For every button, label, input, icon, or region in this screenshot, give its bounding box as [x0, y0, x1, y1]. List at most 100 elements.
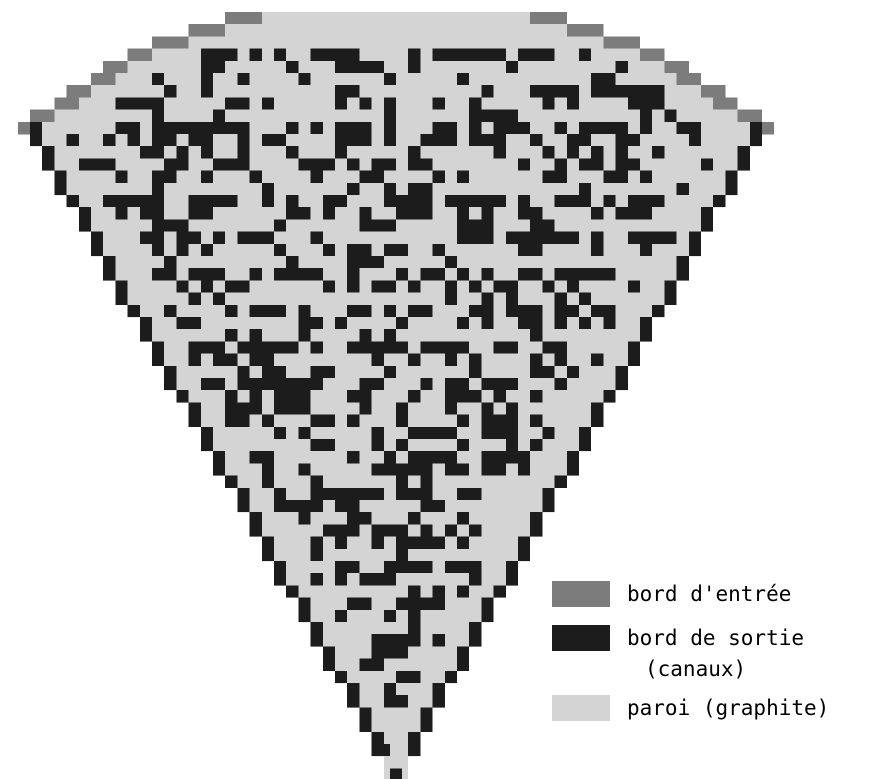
- wall-row: [261, 536, 531, 550]
- exit-edge-cell: [701, 219, 714, 232]
- channel-cell: [432, 268, 445, 281]
- exit-edge-cell: [640, 317, 653, 330]
- exit-edge-cell: [30, 134, 43, 147]
- channel-cell: [493, 280, 506, 293]
- exit-edge-cell: [274, 573, 287, 586]
- channel-cell: [359, 487, 384, 500]
- channel-cell: [298, 500, 311, 513]
- exit-edge-cell: [481, 609, 494, 622]
- channel-cell: [676, 121, 701, 134]
- exit-edge-cell: [103, 268, 116, 281]
- channel-cell: [518, 158, 531, 171]
- channel-cell: [152, 146, 165, 159]
- exit-edge-cell: [359, 719, 372, 732]
- channel-cell: [542, 146, 555, 159]
- channel-cell: [213, 231, 226, 244]
- channel-cell: [530, 268, 543, 281]
- channel-cell: [432, 121, 445, 134]
- channel-cell: [310, 500, 323, 513]
- wall-row: [225, 24, 567, 37]
- exit-edge-cell: [54, 182, 67, 195]
- channel-cell: [152, 170, 165, 183]
- legend-label-entry-edge: bord d'entrée: [627, 582, 791, 606]
- channel-cell: [566, 134, 579, 147]
- channel-cell: [298, 402, 311, 415]
- exit-edge-cell: [188, 414, 201, 427]
- channel-cell: [383, 561, 409, 574]
- channel-cell: [627, 195, 640, 208]
- channel-cell: [213, 292, 226, 305]
- channel-cell: [188, 195, 213, 208]
- exit-edge-cell: [615, 365, 628, 378]
- legend: bord d'entrée bord de sortie (canaux) pa…: [552, 581, 829, 721]
- wall-row: [188, 36, 604, 49]
- channel-cell: [359, 170, 372, 183]
- wall-row: [261, 548, 531, 562]
- channel-cell: [591, 146, 604, 159]
- channel-cell: [310, 439, 323, 452]
- channel-cell: [542, 85, 567, 98]
- channel-cell: [542, 97, 555, 110]
- exit-edge-cell: [481, 597, 494, 610]
- channel-cell: [127, 97, 140, 110]
- channel-cell: [127, 195, 140, 208]
- exit-edge-cell: [566, 463, 579, 476]
- exit-edge-cell: [54, 170, 67, 183]
- channel-cell: [347, 182, 360, 195]
- channel-cell: [469, 134, 482, 147]
- channel-cell: [286, 207, 299, 220]
- channel-cell: [396, 597, 421, 610]
- channel-cell: [542, 365, 555, 378]
- exit-edge-cell: [737, 146, 750, 159]
- channel-cell: [371, 256, 384, 269]
- channel-cell: [591, 243, 604, 256]
- exit-edge-cell: [627, 353, 640, 366]
- channel-cell: [286, 256, 299, 269]
- channel-cell: [335, 561, 348, 574]
- channel-cell: [213, 158, 238, 171]
- wall-row: [383, 756, 409, 769]
- channel-cell: [298, 329, 311, 342]
- channel-cell: [152, 219, 165, 232]
- exit-edge-cell: [493, 585, 506, 598]
- channel-cell: [481, 134, 494, 147]
- channel-cell: [383, 134, 396, 147]
- channel-cell: [347, 390, 360, 403]
- channel-cell: [298, 268, 323, 281]
- channel-cell: [493, 146, 506, 159]
- channel-cell: [225, 402, 238, 415]
- channel-cell: [481, 402, 494, 415]
- channel-cell: [579, 48, 592, 61]
- exit-edge-cell: [347, 695, 360, 708]
- channel-cell: [383, 304, 396, 317]
- channel-cell: [591, 268, 616, 281]
- channel-cell: [176, 243, 189, 256]
- channel-cell: [152, 182, 165, 195]
- channel-cell: [249, 390, 262, 403]
- channel-cell: [640, 121, 653, 134]
- channel-cell: [335, 85, 348, 98]
- channel-cell: [505, 439, 518, 452]
- channel-cell: [457, 48, 482, 61]
- exit-edge-cell: [688, 243, 701, 256]
- exit-edge-cell: [591, 402, 604, 415]
- channel-cell: [347, 597, 372, 610]
- channel-cell: [481, 304, 494, 317]
- exit-edge-cell: [115, 280, 128, 293]
- channel-cell: [347, 341, 360, 354]
- channel-cell: [481, 451, 506, 464]
- channel-cell: [310, 414, 335, 427]
- exit-edge-cell: [322, 646, 335, 659]
- channel-cell: [310, 121, 323, 134]
- channel-cell: [444, 292, 457, 305]
- channel-cell: [200, 268, 213, 281]
- channel-cell: [298, 73, 311, 86]
- channel-cell: [481, 207, 494, 220]
- wall-row: [103, 256, 689, 269]
- wall-row: [261, 12, 531, 25]
- channel-cell: [298, 207, 311, 220]
- exit-edge-cell: [78, 219, 91, 232]
- channel-cell: [603, 317, 616, 330]
- channel-cell: [591, 231, 604, 244]
- channel-cell: [396, 463, 409, 476]
